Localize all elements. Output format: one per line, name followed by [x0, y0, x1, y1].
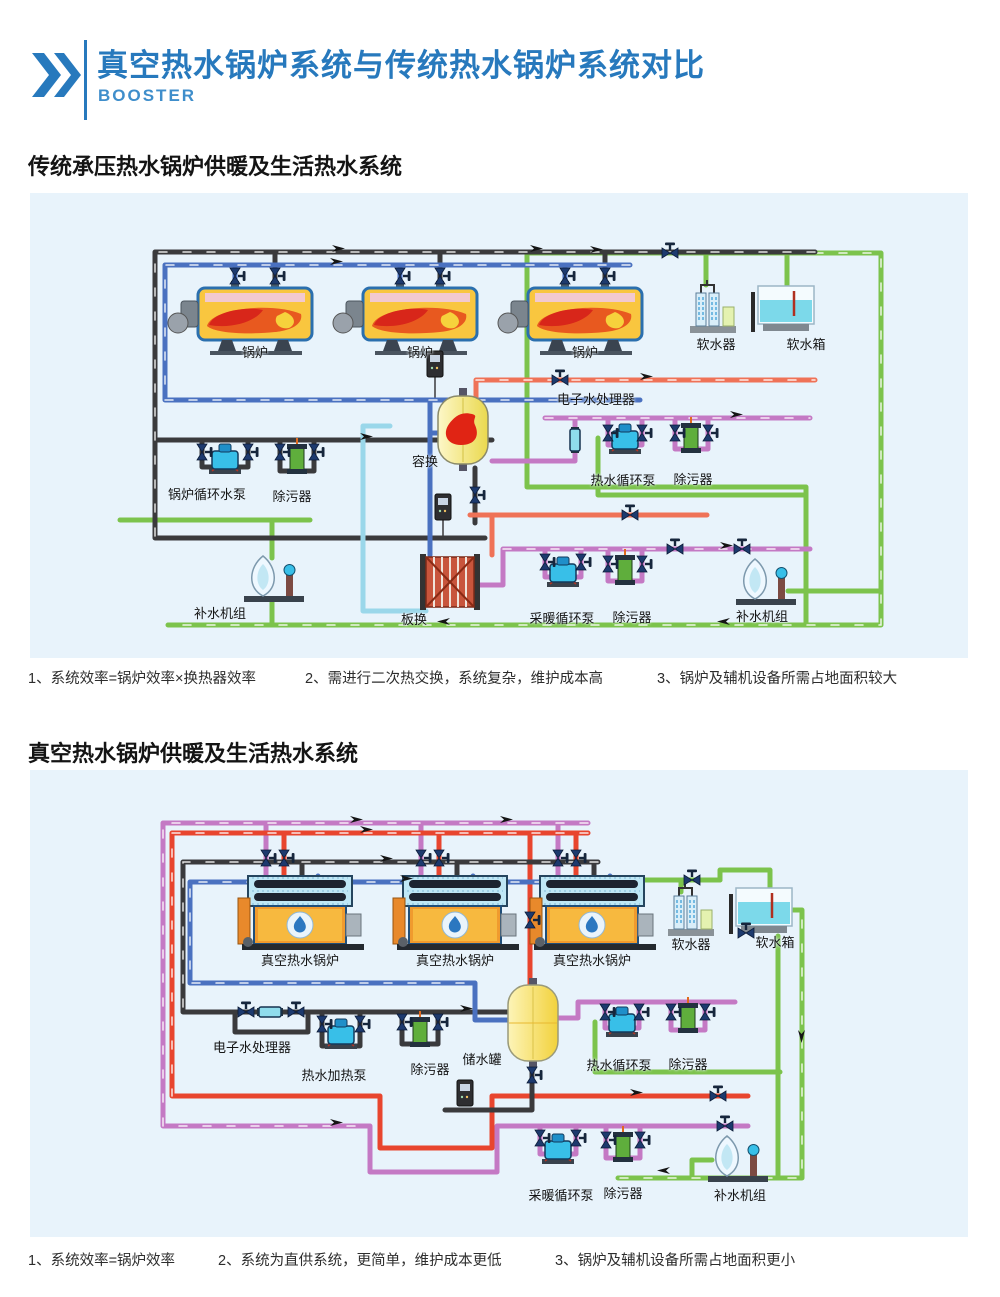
- inline-water-processor-icon: [569, 426, 581, 454]
- label-e-processor: 电子水处理器: [556, 392, 636, 407]
- label-e-processor-2: 电子水处理器: [212, 1040, 292, 1055]
- label-plate-hx: 板换: [400, 612, 428, 627]
- double-chevron-icon: [32, 53, 81, 97]
- label-storage-tank: 储水罐: [462, 1052, 502, 1067]
- label-hw-pump: 热水循环泵: [590, 473, 656, 488]
- inline-water-processor-icon: [256, 1006, 284, 1018]
- label-hw-pump-2: 热水循环泵: [586, 1058, 652, 1073]
- label-hw-heating-pump: 热水加热泵: [301, 1068, 367, 1083]
- makeup-water-unit-icon: [243, 555, 797, 606]
- label-softener-2: 软水器: [671, 937, 711, 952]
- vacuum-system-diagram: [160, 816, 805, 1183]
- boiler-icon: [166, 279, 644, 357]
- label-volume-hx: 容换: [411, 454, 439, 469]
- water-softener-icon: [689, 279, 737, 334]
- label-dirt-3: 除污器: [612, 610, 652, 625]
- label-vboiler-1: 真空热水锅炉: [260, 953, 340, 968]
- label-boiler-2: 锅炉: [406, 345, 434, 360]
- page-title: 真空热水锅炉系统与传统热水锅炉系统对比: [97, 48, 705, 83]
- header-divider: [84, 40, 87, 120]
- label-dirt2-3: 除污器: [603, 1186, 643, 1201]
- label-makeup: 补水机组: [713, 1188, 767, 1203]
- label-soft-tank: 软水箱: [786, 337, 826, 352]
- section2-title: 真空热水锅炉供暖及生活热水系统: [28, 741, 359, 766]
- label-heat-pump: 采暖循环泵: [529, 611, 595, 626]
- label-makeup-2: 补水机组: [735, 609, 789, 624]
- diagram-vacuum-panel: 真空热水锅炉 真空热水锅炉 真空热水锅炉 软水器 软水箱 电子水处理器 热水加热…: [30, 770, 968, 1237]
- volume-heat-exchanger-icon: [437, 388, 489, 471]
- controller-icon: [456, 1079, 474, 1107]
- makeup-water-unit-icon: [707, 1135, 769, 1183]
- brand-text: BOOSTER: [98, 86, 197, 105]
- label-softener: 软水器: [696, 337, 736, 352]
- label-dirt-2: 除污器: [673, 472, 713, 487]
- storage-tank-icon: [507, 978, 559, 1067]
- note-1-3: 3、锅炉及辅机设备所需占地面积较大: [657, 671, 898, 687]
- water-softener-icon: [667, 882, 715, 937]
- soft-water-tank-icon: [749, 284, 816, 334]
- section1-title: 传统承压热水锅炉供暖及生活热水系统: [28, 154, 403, 179]
- label-boiler-pump: 锅炉循环水泵: [167, 487, 247, 502]
- label-heat-pump-2: 采暖循环泵: [528, 1188, 594, 1203]
- label-boiler-1: 锅炉: [241, 345, 269, 360]
- label-vboiler-3: 真空热水锅炉: [552, 953, 632, 968]
- label-dirt-1: 除污器: [272, 489, 312, 504]
- diagram-traditional-panel: 锅炉 锅炉 锅炉 软水器 软水箱 电子水处理器 容换 锅炉循环水泵 除污器 热水…: [30, 193, 968, 658]
- traditional-system-diagram: [117, 242, 884, 628]
- note-2-3: 3、锅炉及辅机设备所需占地面积更小: [555, 1253, 796, 1269]
- vacuum-boiler-icon: [237, 875, 657, 951]
- label-soft-tank-2: 软水箱: [755, 935, 795, 950]
- soft-water-tank-icon: [727, 886, 794, 936]
- note-2-1: 1、系统效率=锅炉效率: [28, 1253, 176, 1269]
- label-makeup-1: 补水机组: [193, 606, 247, 621]
- label-dirt2-1: 除污器: [410, 1062, 450, 1077]
- note-1-1: 1、系统效率=锅炉效率×换热器效率: [28, 671, 256, 687]
- label-vboiler-2: 真空热水锅炉: [415, 953, 495, 968]
- note-2-2: 2、系统为直供系统，更简单，维护成本更低: [218, 1253, 502, 1269]
- label-dirt2-2: 除污器: [668, 1057, 708, 1072]
- plate-heat-exchanger-icon: [419, 553, 481, 611]
- note-1-2: 2、需进行二次热交换，系统复杂，维护成本高: [305, 671, 604, 687]
- label-boiler-3: 锅炉: [571, 345, 599, 360]
